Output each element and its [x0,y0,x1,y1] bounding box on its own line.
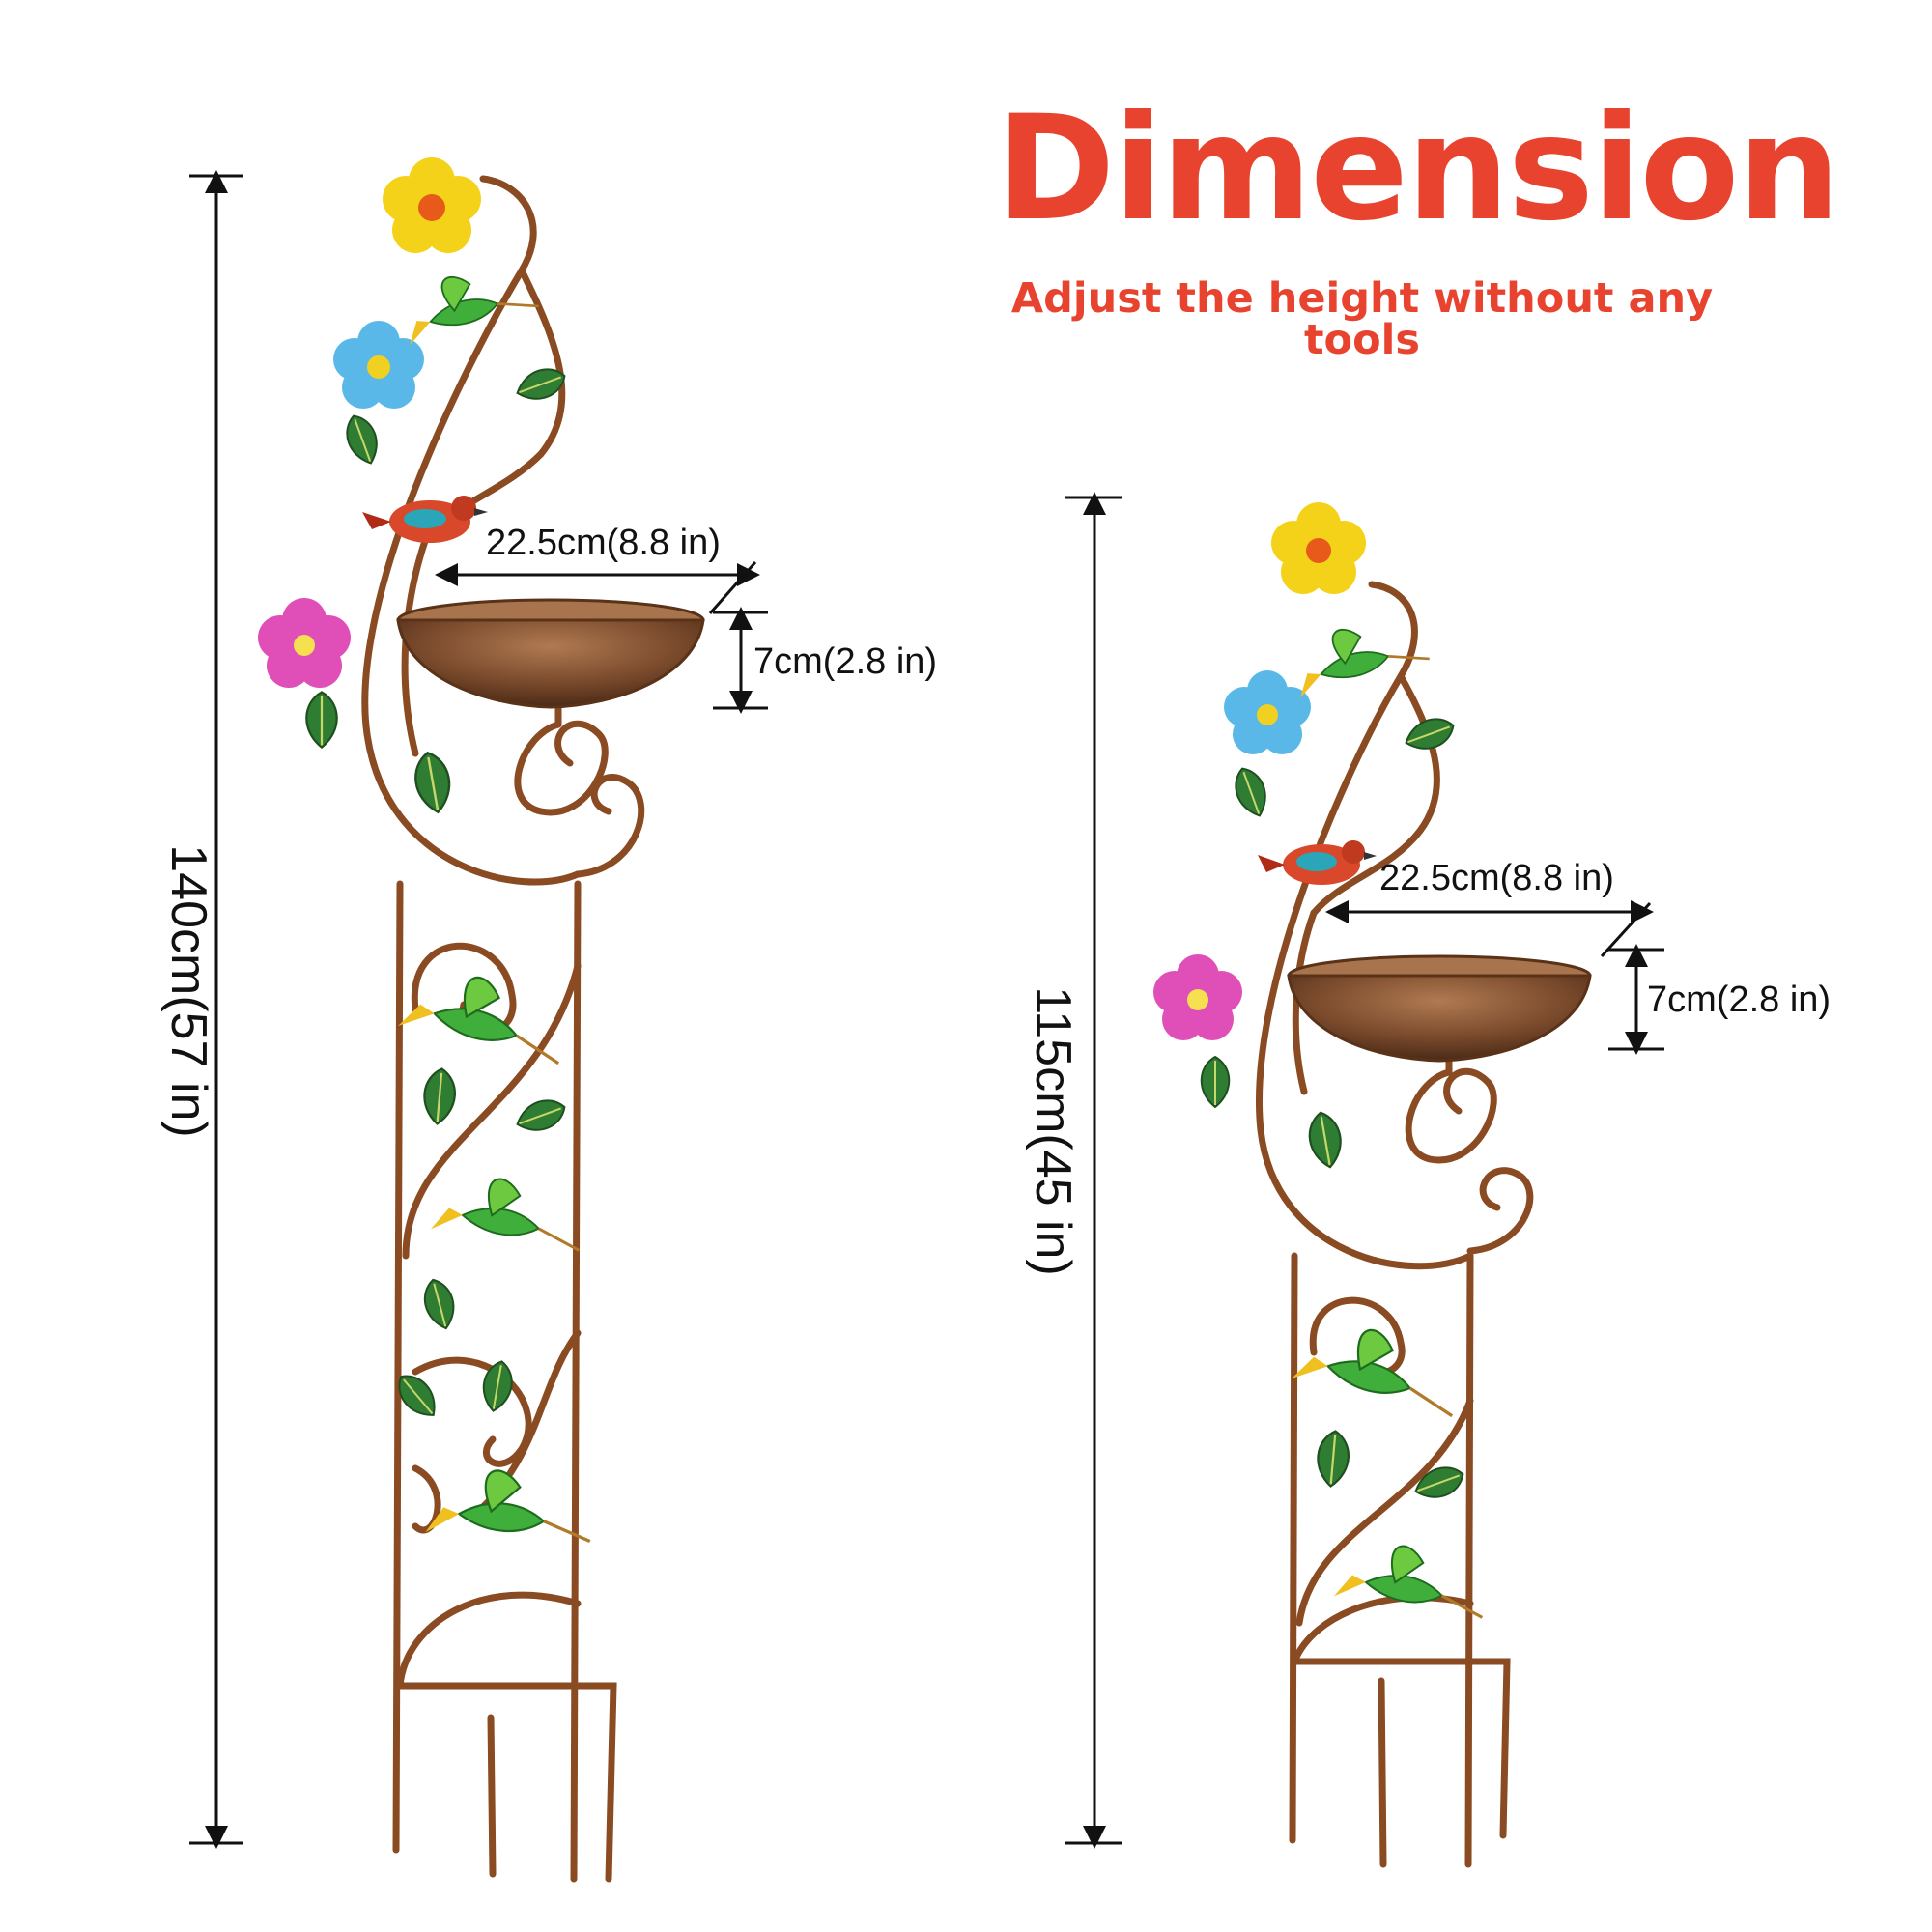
dimension-lines [189,170,1664,1849]
left-height-label: 140cm(57 in) [160,844,216,1138]
left-bowl-width-label: 22.5cm(8.8 in) [486,523,721,563]
songbird-icon [1258,840,1377,885]
right-bird-bath [1153,502,1592,1868]
page-title: Dimension [995,85,1840,253]
right-height-label: 115cm(45 in) [1025,986,1081,1276]
yellow-flower-icon [1271,502,1366,594]
right-bowl [1287,954,1592,1063]
hummingbird-icon [1290,1311,1470,1423]
hummingbird-icon [429,1167,591,1257]
page-subtitle: Adjust the height without any tools [1010,274,1714,364]
blue-flower-icon [333,321,424,409]
yellow-flower-icon [383,157,481,253]
hummingbird-icon [396,958,577,1070]
left-bowl [396,598,705,709]
left-bowl-depth-label: 7cm(2.8 in) [753,641,938,682]
right-bowl-depth-label: 7cm(2.8 in) [1647,980,1832,1020]
songbird-icon [362,496,488,543]
left-bird-bath [258,157,705,1883]
right-bowl-width-label: 22.5cm(8.8 in) [1379,858,1614,898]
pink-flower-icon [258,598,351,688]
pink-flower-icon [1153,954,1242,1040]
blue-flower-icon [1224,670,1311,754]
hummingbird-icon [423,1463,598,1548]
